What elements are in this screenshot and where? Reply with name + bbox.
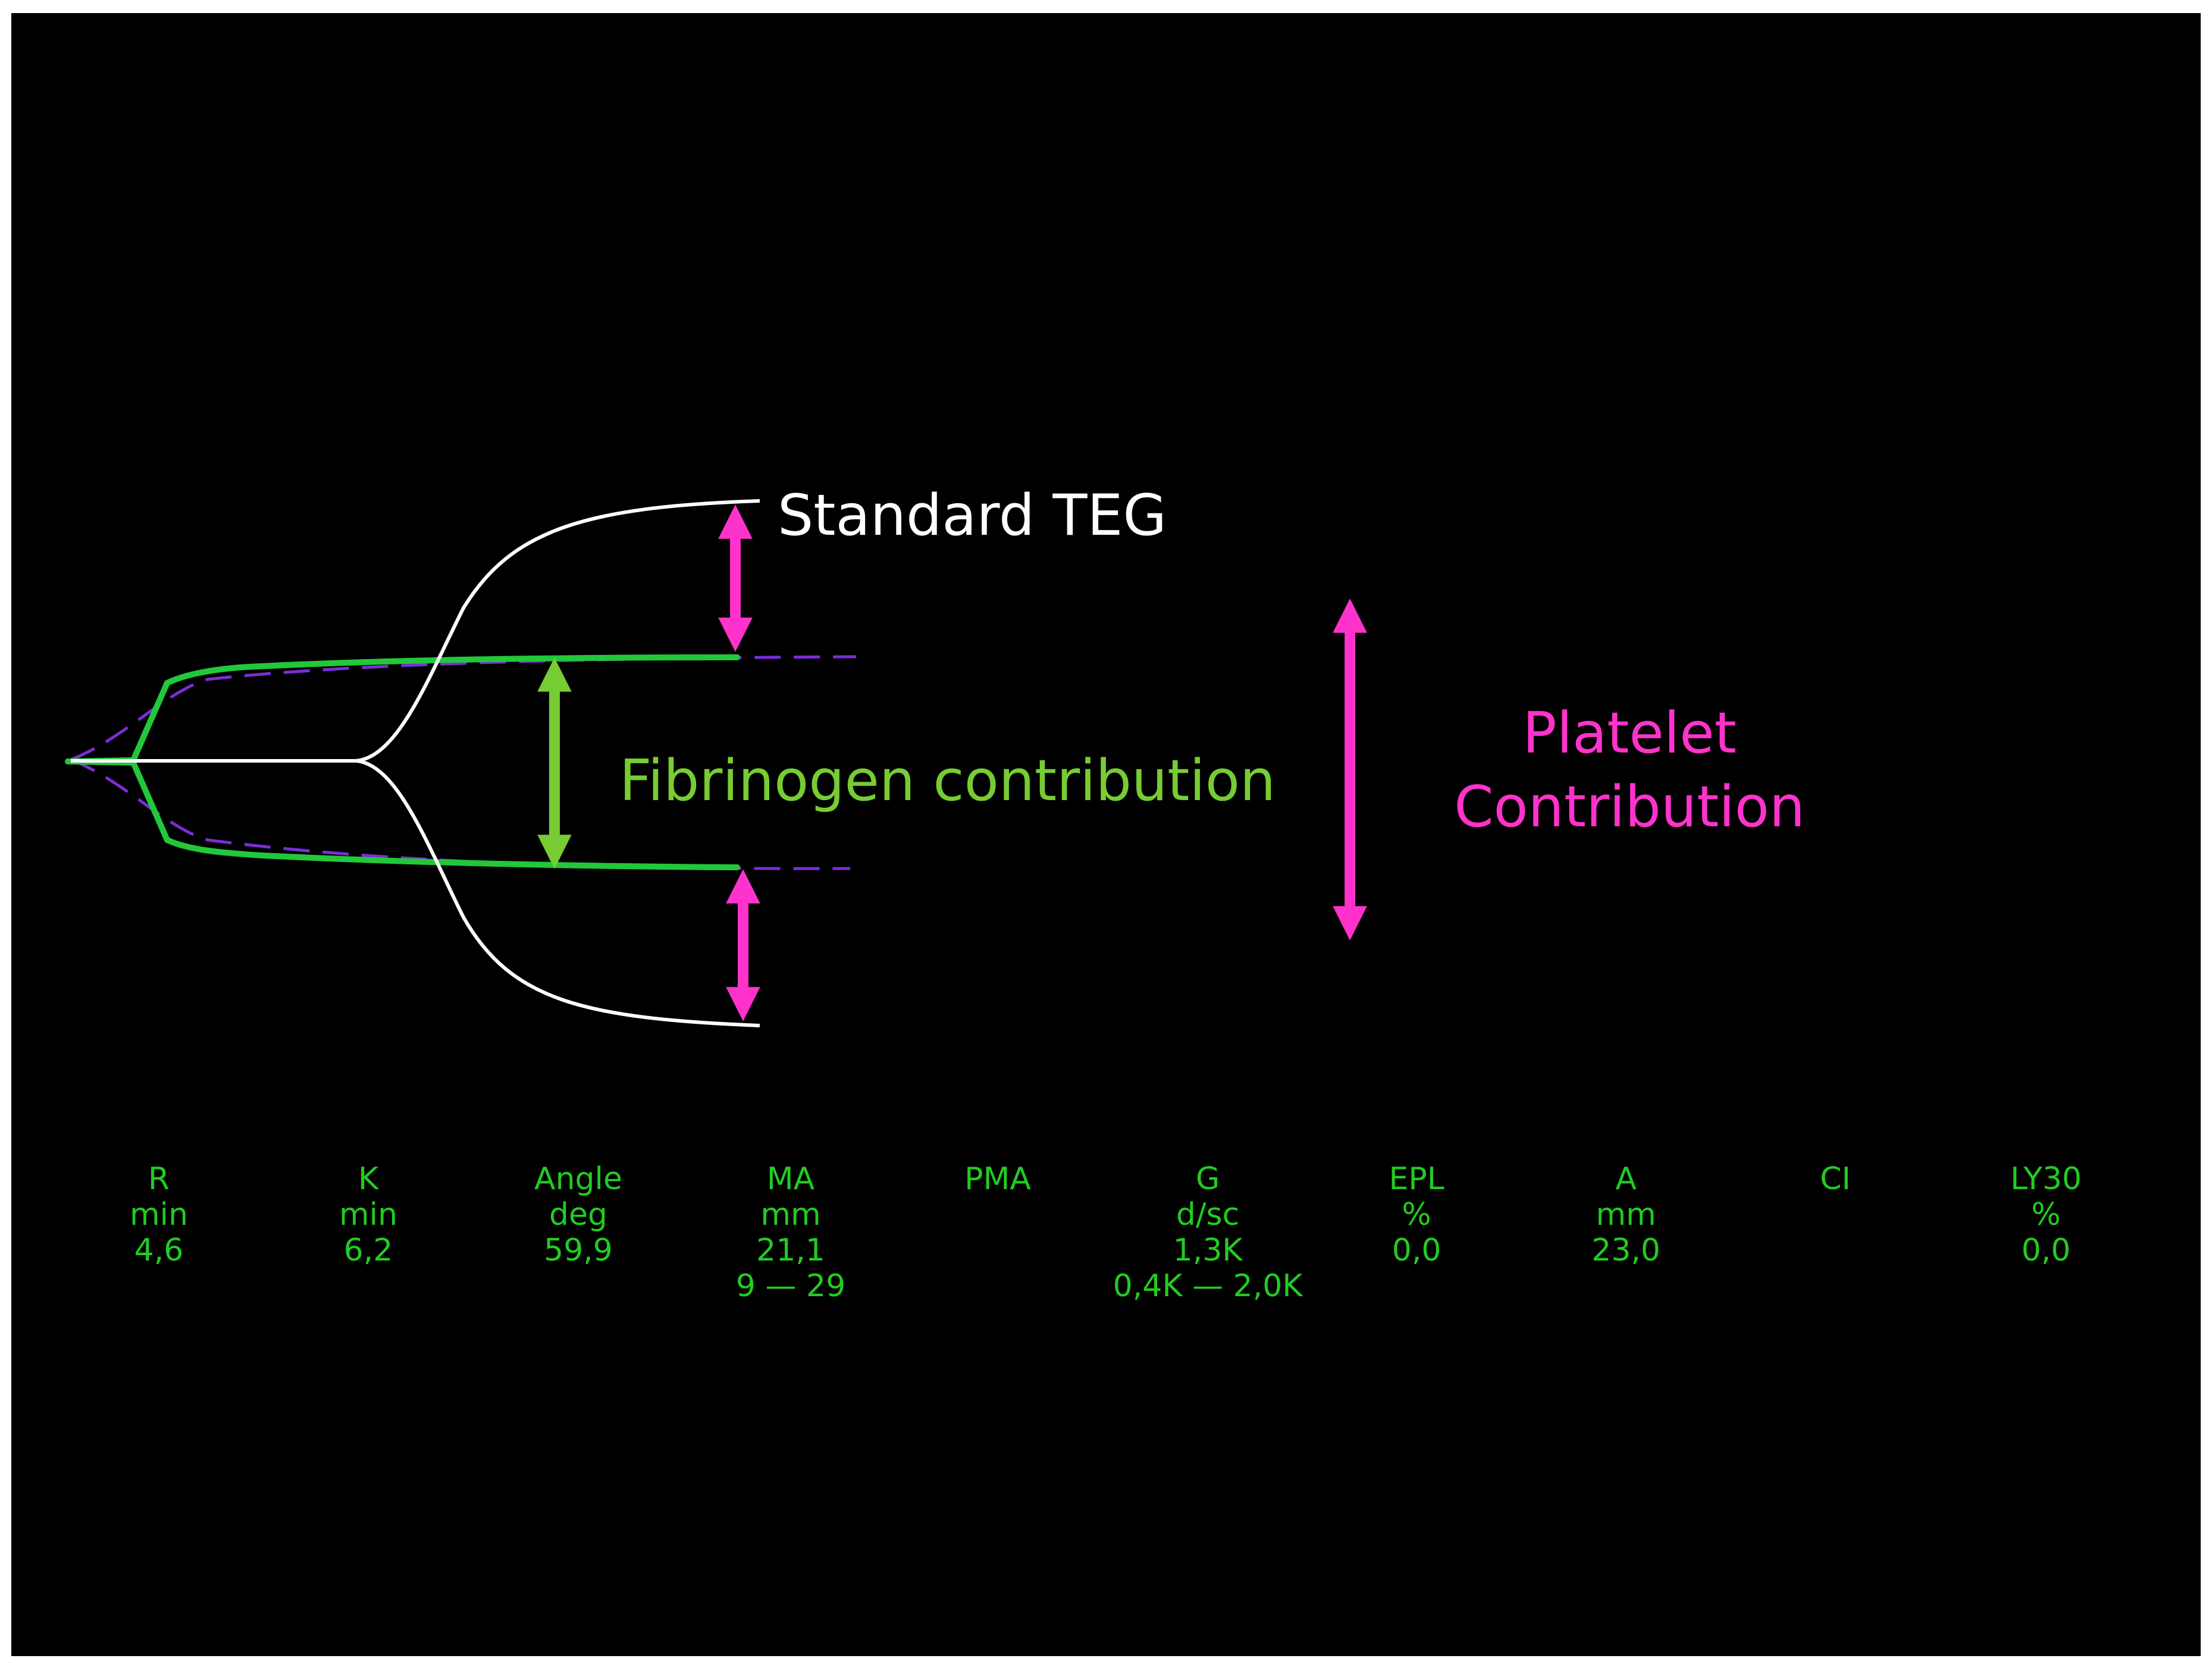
param-col-a: A mm 23,0: [1501, 1161, 1751, 1304]
platelet-label-line2: Contribution: [1454, 774, 1805, 840]
param-value: 0,0: [2021, 1233, 2071, 1268]
standard-teg-trace-lower: [71, 759, 760, 1027]
teg-tracing-diagram: [65, 499, 1367, 1027]
param-unit: mm: [760, 1197, 821, 1233]
param-col-g: G d/sc 1,3K 0,4K — 2,0K: [1083, 1161, 1333, 1304]
fibrinogen-contribution-label: Fibrinogen contribution: [619, 748, 1276, 814]
param-unit: %: [1402, 1197, 1431, 1233]
param-range: 9 — 29: [735, 1268, 846, 1304]
platelet-label-line1: Platelet: [1522, 701, 1737, 766]
param-value: 0,0: [1392, 1233, 1442, 1268]
standard-teg-trace: [71, 499, 760, 1027]
reference-trace-upper: [70, 655, 857, 761]
param-name: G: [1195, 1161, 1220, 1197]
param-range: 0,4K — 2,0K: [1113, 1268, 1303, 1304]
param-col-ci: CI: [1710, 1161, 1960, 1304]
param-name: R: [148, 1161, 170, 1197]
param-col-angle: Angle deg 59,9: [453, 1161, 703, 1304]
param-unit: min: [129, 1197, 189, 1233]
param-value: 1,3K: [1173, 1233, 1243, 1268]
fibrinogen-trace-lower: [65, 758, 740, 870]
param-value: 4,6: [134, 1233, 184, 1268]
param-col-ly30: LY30 % 0,0: [1921, 1161, 2171, 1304]
param-col-k: K min 6,2: [243, 1161, 493, 1304]
param-name: PMA: [964, 1161, 1031, 1197]
param-unit: mm: [1596, 1197, 1656, 1233]
teg-screen: Standard TEG Fibrinogen contribution Pla…: [11, 13, 2201, 1656]
param-name: K: [358, 1161, 379, 1197]
param-col-ma: MA mm 21,1 9 — 29: [666, 1161, 916, 1304]
param-name: MA: [766, 1161, 815, 1197]
param-range: [1921, 1268, 2171, 1304]
param-name: Angle: [534, 1161, 622, 1197]
param-value: 23,0: [1591, 1233, 1660, 1268]
standard-teg-trace-upper: [71, 499, 760, 763]
param-name: LY30: [2010, 1161, 2082, 1197]
param-col-epl: EPL % 0,0: [1292, 1161, 1541, 1304]
param-value: 6,2: [343, 1233, 393, 1268]
param-name: CI: [1820, 1161, 1851, 1197]
fibrinogen-trace-upper: [65, 654, 740, 764]
param-unit: deg: [549, 1197, 607, 1233]
param-value: 59,9: [544, 1233, 613, 1268]
standard-teg-label: Standard TEG: [778, 483, 1167, 548]
param-col-r: R min 4,6: [34, 1161, 284, 1304]
param-col-pma: PMA: [873, 1161, 1123, 1304]
parameter-table: R min 4,6 K min 6,2 Angle deg 59,9 MA mm…: [11, 1161, 2201, 1340]
param-value: 21,1: [756, 1233, 825, 1268]
param-unit: min: [339, 1197, 398, 1233]
fibrinogen-trace: [65, 654, 740, 870]
param-name: A: [1615, 1161, 1637, 1197]
param-unit: d/sc: [1176, 1197, 1240, 1233]
param-unit: %: [2031, 1197, 2061, 1233]
platelet-contribution-label: Platelet Contribution: [1415, 697, 1844, 844]
param-name: EPL: [1389, 1161, 1445, 1197]
